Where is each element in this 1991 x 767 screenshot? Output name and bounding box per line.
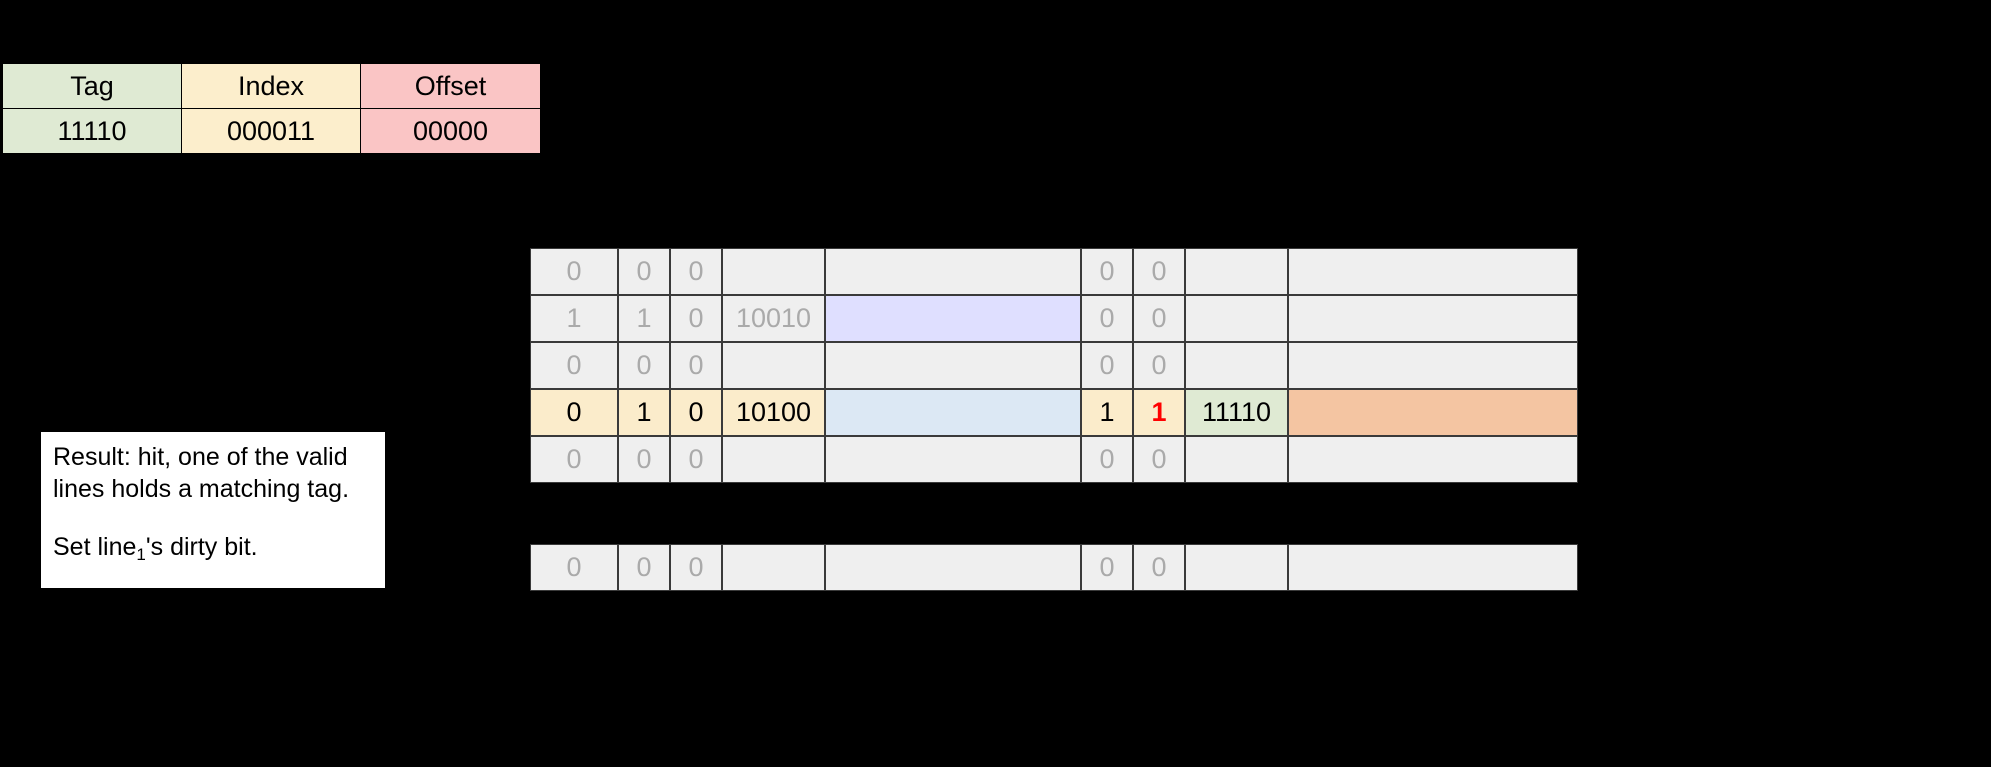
way1-data-cell [1288,389,1578,436]
way0-tag-cell: 10010 [722,295,825,342]
address-header-offset: Offset [360,63,541,109]
way0-data-cell [825,248,1081,295]
way1-valid-cell: 0 [1081,544,1133,591]
way1-tag-cell [1185,295,1288,342]
way1-valid-cell: 0 [1081,295,1133,342]
cache-table-bottom-row: 0 0 0 0 0 [530,544,1578,591]
cache-row: 1 1 0 10010 0 0 [530,295,1578,342]
address-breakdown-table: Tag Index Offset 11110 000011 00000 [2,63,541,154]
address-value-row: 11110 000011 00000 [2,108,541,154]
way0-tag-cell [722,436,825,483]
result-line-2: lines holds a matching tag. [53,475,350,503]
way0-data-cell [825,295,1081,342]
way1-tag-cell [1185,248,1288,295]
way0-dirty-cell: 0 [670,436,722,483]
result-line-3: Set line1's dirty bit. [53,531,373,566]
way0-tag-cell [722,342,825,389]
address-value-index: 000011 [181,108,361,154]
result-line-3-prefix: Set line [53,533,137,561]
way1-valid-cell: 0 [1081,342,1133,389]
way1-dirty-cell: 0 [1133,295,1185,342]
way1-dirty-cell: 0 [1133,248,1185,295]
way0-valid-cell: 1 [618,389,670,436]
cache-row-highlighted: 0 1 0 10100 1 1 11110 [530,389,1578,436]
way0-dirty-cell: 0 [670,342,722,389]
way0-tag-cell [722,248,825,295]
address-value-tag: 11110 [2,108,182,154]
way1-valid-cell: 0 [1081,248,1133,295]
way0-lru-cell: 0 [530,389,618,436]
result-callout-box: Result: hit, one of the valid lines hold… [41,432,385,588]
way0-valid-cell: 0 [618,342,670,389]
cache-table: 0 0 0 0 0 1 1 0 10010 0 0 0 0 0 [530,248,1578,483]
address-value-offset: 00000 [360,108,541,154]
way1-data-cell [1288,436,1578,483]
way0-dirty-cell: 0 [670,544,722,591]
way1-dirty-bit: 1 [1133,389,1185,436]
way1-dirty-cell: 0 [1133,436,1185,483]
way1-tag-cell: 11110 [1185,389,1288,436]
result-line-3-subscript: 1 [136,544,146,564]
way1-tag-cell [1185,342,1288,389]
way0-data-cell [825,544,1081,591]
cache-row: 0 0 0 0 0 [530,544,1578,591]
way0-valid-cell: 0 [618,248,670,295]
result-line-1: Result: hit, one of the valid [53,443,348,471]
address-header-tag: Tag [2,63,182,109]
way0-lru-cell: 0 [530,248,618,295]
cache-row: 0 0 0 0 0 [530,436,1578,483]
way0-valid-cell: 1 [618,295,670,342]
way0-dirty-cell: 0 [670,248,722,295]
way1-valid-cell: 1 [1081,389,1133,436]
way0-dirty-cell: 0 [670,389,722,436]
way0-valid-cell: 0 [618,544,670,591]
way0-lru-cell: 0 [530,544,618,591]
way1-tag-cell [1185,436,1288,483]
way0-valid-cell: 0 [618,436,670,483]
cache-row: 0 0 0 0 0 [530,248,1578,295]
way1-data-cell [1288,295,1578,342]
way1-dirty-cell: 0 [1133,342,1185,389]
way1-valid-cell: 0 [1081,436,1133,483]
cache-row: 0 0 0 0 0 [530,342,1578,389]
way0-dirty-cell: 0 [670,295,722,342]
way0-lru-cell: 1 [530,295,618,342]
way0-lru-cell: 0 [530,436,618,483]
way1-data-cell [1288,342,1578,389]
way0-data-cell [825,436,1081,483]
address-header-index: Index [181,63,361,109]
way1-data-cell [1288,544,1578,591]
way0-lru-cell: 0 [530,342,618,389]
way1-data-cell [1288,248,1578,295]
way0-tag-cell [722,544,825,591]
way1-tag-cell [1185,544,1288,591]
way0-data-cell [825,342,1081,389]
way0-data-cell [825,389,1081,436]
way0-tag-cell: 10100 [722,389,825,436]
address-header-row: Tag Index Offset [2,63,541,109]
way1-dirty-cell: 0 [1133,544,1185,591]
result-line-3-suffix: 's dirty bit. [145,533,258,561]
